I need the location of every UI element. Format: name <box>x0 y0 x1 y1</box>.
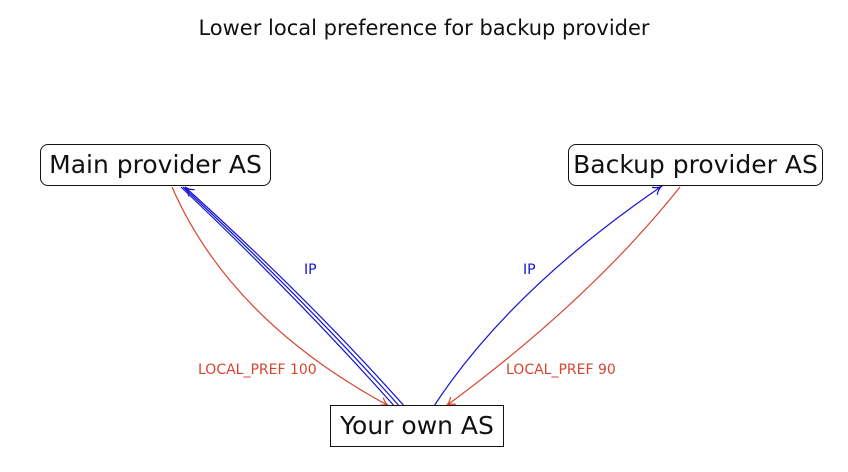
local-pref-label-backup: LOCAL_PREF 90 <box>506 362 616 378</box>
ip-label-main: IP <box>304 262 317 278</box>
node-backup-provider: Backup provider AS <box>568 144 823 186</box>
node-own-as: Your own AS <box>330 405 504 447</box>
ip-edge-main-1 <box>180 186 397 409</box>
ip-edge-main-3 <box>184 186 407 409</box>
local-pref-edge-main <box>171 186 390 407</box>
ip-edge-main-2 <box>182 186 402 409</box>
node-main-provider: Main provider AS <box>40 144 271 186</box>
ip-label-backup: IP <box>523 262 536 278</box>
ip-edge-backup <box>433 185 663 407</box>
diagram-title: Lower local preference for backup provid… <box>198 16 650 40</box>
local-pref-edge-backup <box>445 186 681 407</box>
local-pref-label-main: LOCAL_PREF 100 <box>198 362 317 378</box>
